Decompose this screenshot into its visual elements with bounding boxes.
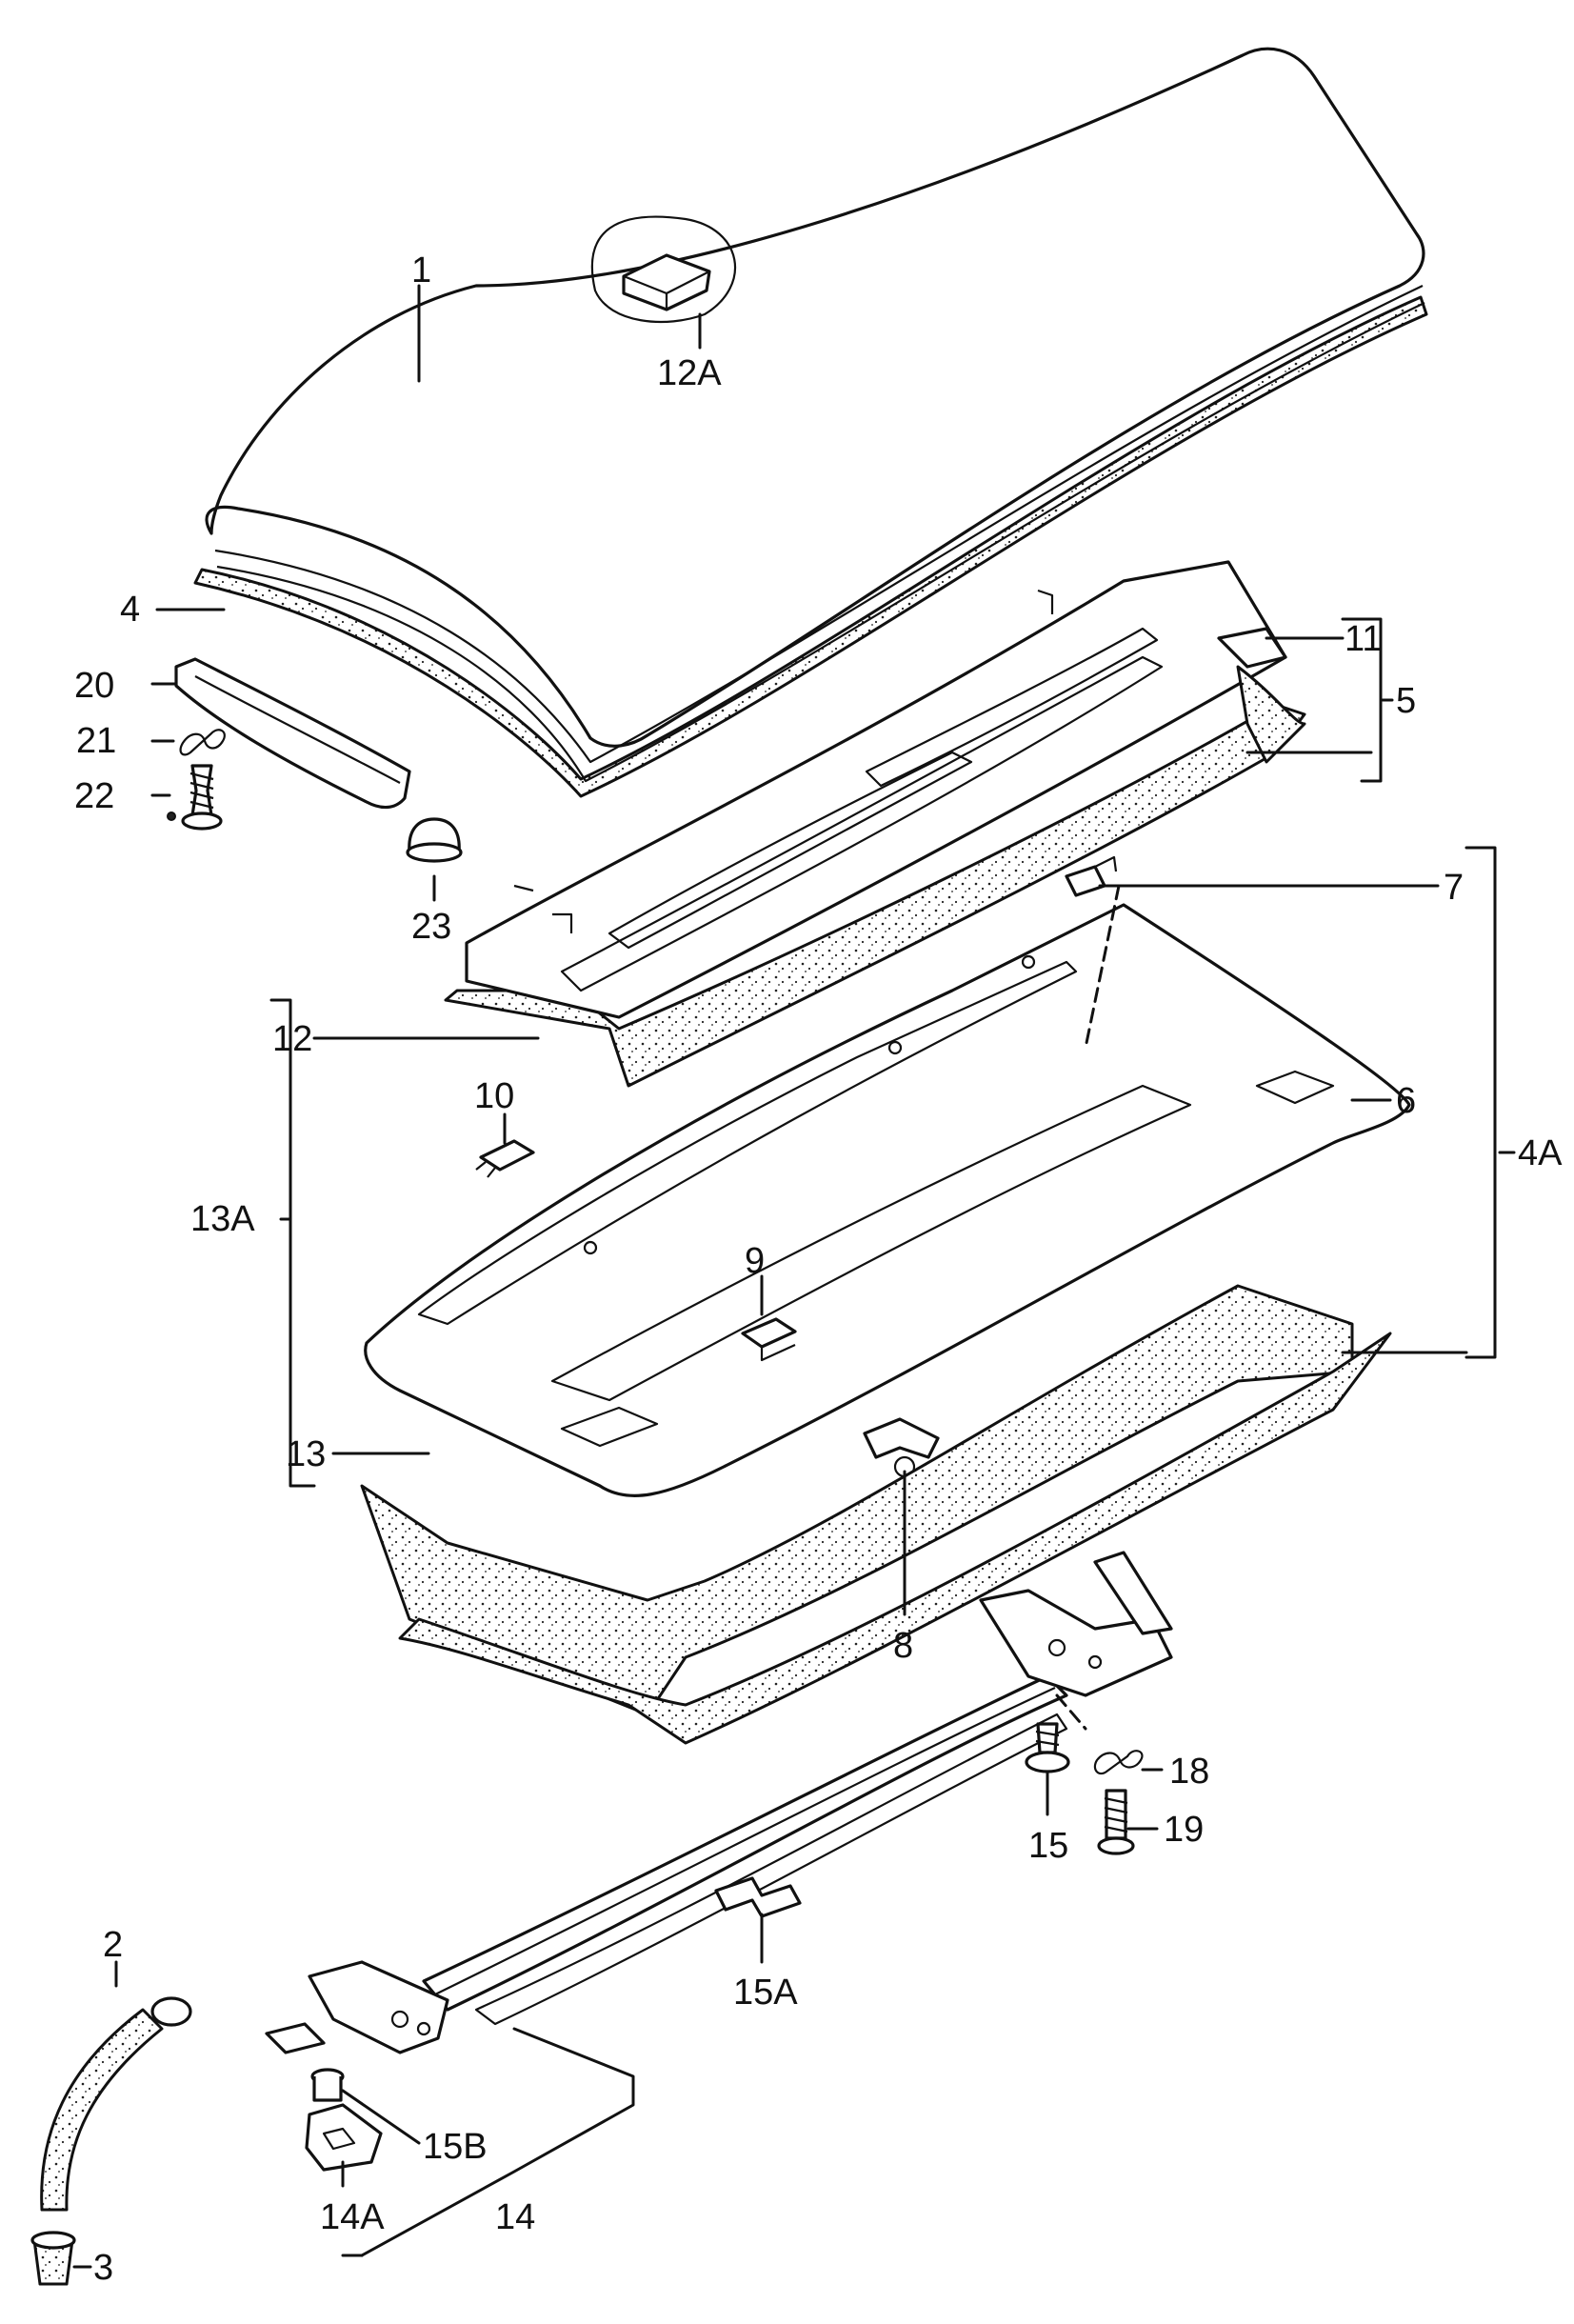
- rail-end-14: [265, 1960, 449, 2054]
- label-21: 21: [76, 721, 116, 761]
- label-9: 9: [745, 1241, 765, 1281]
- rail-end-15: [979, 1551, 1173, 1697]
- label-3: 3: [93, 2248, 113, 2288]
- clip-10: [475, 1139, 535, 1178]
- label-14: 14: [495, 2197, 535, 2237]
- label-18: 18: [1169, 1752, 1209, 1792]
- label-15b: 15B: [423, 2127, 488, 2167]
- label-19: 19: [1164, 1810, 1204, 1850]
- label-15a: 15A: [733, 1973, 798, 2013]
- frame-foam-5: [1236, 665, 1306, 764]
- label-14a: 14A: [320, 2197, 385, 2237]
- screw-19: [1097, 1789, 1135, 1855]
- clamp-8: [863, 1417, 940, 1478]
- label-11: 11: [1345, 619, 1382, 659]
- screw-22: [167, 764, 223, 831]
- label-7: 7: [1444, 868, 1464, 908]
- label-6: 6: [1396, 1081, 1416, 1121]
- frame-6: [364, 903, 1411, 1497]
- label-13: 13: [286, 1434, 326, 1474]
- label-22: 22: [74, 776, 114, 816]
- label-8: 8: [893, 1626, 913, 1666]
- glass-panel-1: [205, 47, 1425, 783]
- label-10: 10: [474, 1076, 514, 1116]
- bracket-14a: [305, 2103, 383, 2172]
- seal-4-shape: [193, 295, 1428, 798]
- pad-12a: [590, 215, 737, 324]
- drain-hose-2: [40, 1996, 192, 2212]
- bolt-15: [1025, 1722, 1070, 1773]
- label-5: 5: [1396, 681, 1416, 721]
- label-13a: 13A: [190, 1199, 255, 1239]
- label-4: 4: [120, 590, 140, 630]
- frame-foam-12: [444, 703, 1306, 1088]
- stud-7: [1065, 855, 1118, 897]
- label-23: 23: [411, 907, 451, 947]
- labels: 1 12A 4 20 21 22 23 11 5 7 12 10 6 13A 4…: [74, 250, 1563, 2288]
- label-2: 2: [103, 1925, 123, 1965]
- label-12a: 12A: [657, 353, 722, 393]
- leader-lines: [72, 284, 1516, 2269]
- label-12: 12: [272, 1019, 312, 1059]
- label-20: 20: [74, 666, 114, 706]
- plug-3: [30, 2231, 76, 2286]
- rail-14: [422, 1674, 1068, 2026]
- nut-23: [406, 817, 463, 863]
- trim-strip-20: [174, 657, 411, 810]
- label-15: 15: [1028, 1826, 1068, 1866]
- label-1: 1: [411, 250, 431, 290]
- clip-21: [179, 729, 226, 756]
- label-4a: 4A: [1518, 1133, 1563, 1173]
- grommet-15b: [310, 2068, 345, 2102]
- clip-18: [1093, 1750, 1144, 1775]
- foam-13: [360, 1284, 1392, 1745]
- bracket-15a: [714, 1876, 802, 1918]
- clip-9: [741, 1317, 797, 1362]
